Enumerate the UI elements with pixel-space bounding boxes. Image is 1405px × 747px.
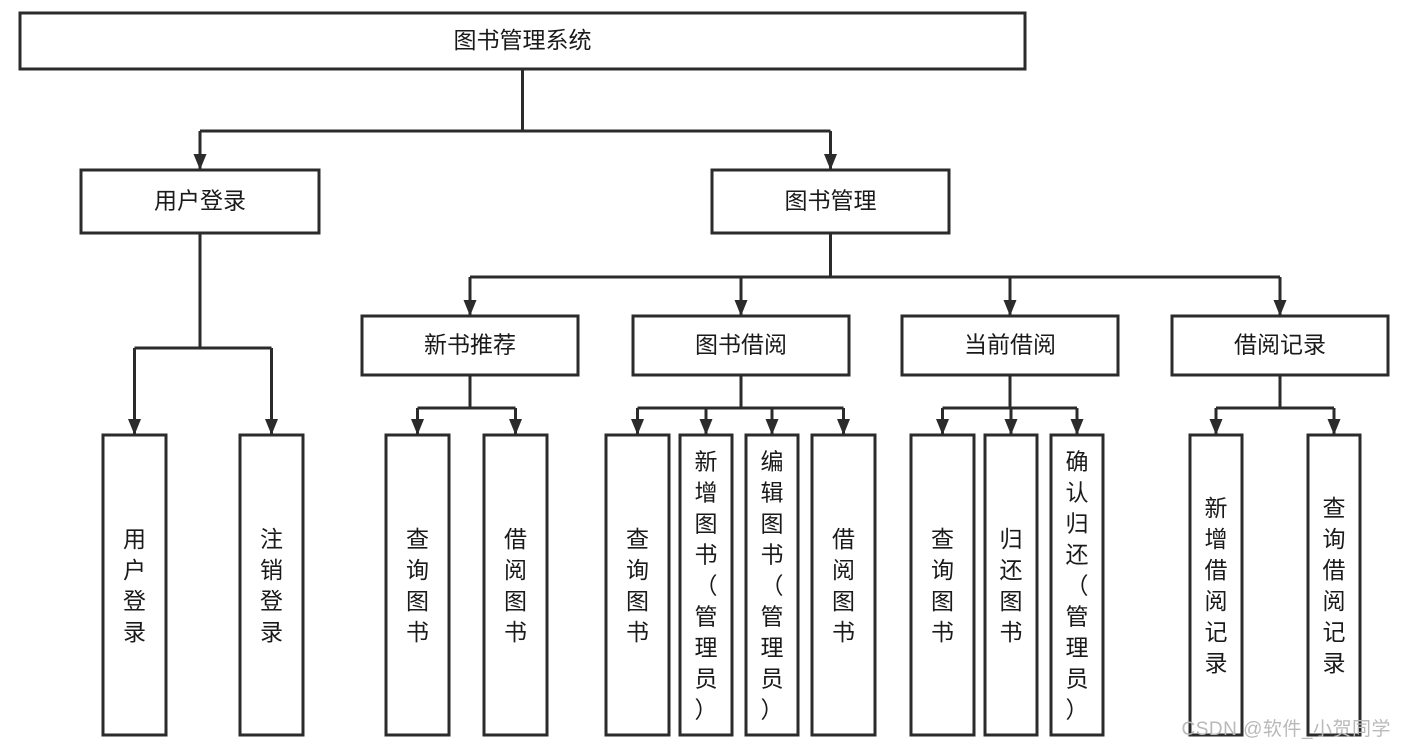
node-label: 注销登录	[260, 526, 283, 645]
node-label: 图书管理系统	[454, 27, 592, 53]
node-box	[710, 168, 951, 235]
node-box	[678, 433, 734, 737]
arrow-head	[1327, 419, 1341, 435]
arrow-head	[936, 419, 949, 435]
arrow-head	[1209, 419, 1223, 435]
arrow-head	[128, 419, 141, 435]
arrow-head	[193, 154, 207, 170]
node-box	[604, 433, 671, 737]
node-box	[1306, 433, 1362, 737]
node-box	[18, 11, 1027, 71]
node-records[interactable]: 借阅记录	[1170, 314, 1390, 377]
node-label: 借阅记录	[1234, 332, 1326, 358]
node-label: 确认归还（管理员）	[1066, 449, 1089, 723]
node-box	[384, 433, 451, 737]
arrow-head	[824, 154, 837, 170]
connector-layer	[128, 69, 1341, 435]
node-box	[1188, 433, 1244, 737]
node-leaf-query-book-3[interactable]: 查询图书	[909, 433, 976, 737]
arrow-head	[765, 419, 779, 435]
node-root[interactable]: 图书管理系统	[18, 11, 1027, 71]
node-leaf-confirm-return[interactable]: 确认归还（管理员）	[1049, 433, 1105, 737]
arrow-head	[837, 419, 850, 435]
node-label: 新增图书（管理员）	[695, 449, 718, 723]
node-label: 当前借阅	[964, 332, 1056, 358]
node-login[interactable]: 用户登录	[79, 168, 321, 235]
node-bookmgmt[interactable]: 图书管理	[710, 168, 951, 235]
connector-root	[193, 69, 837, 170]
arrow-head	[265, 419, 278, 435]
node-leaf-query-book-1[interactable]: 查询图书	[384, 433, 451, 737]
node-label: 查询图书	[406, 526, 429, 645]
arrow-head	[1003, 300, 1017, 316]
node-box	[101, 433, 168, 737]
connector-login	[128, 233, 278, 435]
arrow-head	[411, 419, 424, 435]
arrow-head	[509, 419, 522, 435]
node-box	[79, 168, 321, 235]
node-newbook[interactable]: 新书推荐	[360, 314, 580, 377]
node-box	[744, 433, 800, 737]
node-leaf-edit-book[interactable]: 编辑图书（管理员）	[744, 433, 800, 737]
node-leaf-add-book[interactable]: 新增图书（管理员）	[678, 433, 734, 737]
node-box	[1049, 433, 1105, 737]
node-borrow[interactable]: 图书借阅	[631, 314, 851, 377]
connector-current	[936, 375, 1084, 435]
connector-bookmgmt	[463, 233, 1287, 316]
node-label: 查询图书	[931, 526, 954, 645]
connector-newbook	[411, 375, 522, 435]
node-box	[1170, 314, 1390, 377]
node-box	[900, 314, 1120, 377]
node-box	[909, 433, 976, 737]
node-leaf-user-logout[interactable]: 注销登录	[238, 433, 305, 737]
node-leaf-borrow-book-1[interactable]: 借阅图书	[482, 433, 549, 737]
node-box	[810, 433, 877, 737]
node-leaf-borrow-book-2[interactable]: 借阅图书	[810, 433, 877, 737]
node-label: 查询借阅记录	[1323, 495, 1346, 676]
node-label: 查询图书	[626, 526, 649, 645]
node-leaf-user-login[interactable]: 用户登录	[101, 433, 168, 737]
node-label: 新书推荐	[424, 332, 516, 358]
node-label: 编辑图书（管理员）	[761, 449, 784, 723]
arrow-head	[699, 419, 713, 435]
node-box	[983, 433, 1039, 737]
node-label: 图书管理	[785, 188, 877, 214]
node-label: 借阅图书	[832, 526, 855, 645]
arrow-head	[1273, 300, 1287, 316]
arrow-head	[1004, 419, 1018, 435]
node-leaf-query-record[interactable]: 查询借阅记录	[1306, 433, 1362, 737]
node-leaf-add-record[interactable]: 新增借阅记录	[1188, 433, 1244, 737]
node-label: 用户登录	[123, 526, 146, 645]
node-label: 借阅图书	[504, 526, 527, 645]
connector-borrow	[631, 375, 850, 435]
node-box	[238, 433, 305, 737]
node-current[interactable]: 当前借阅	[900, 314, 1120, 377]
arrow-head	[463, 300, 477, 316]
node-box	[482, 433, 549, 737]
connector-records	[1209, 375, 1341, 435]
node-leaf-return-book[interactable]: 归还图书	[983, 433, 1039, 737]
node-layer: 图书管理系统用户登录图书管理新书推荐图书借阅当前借阅借阅记录用户登录注销登录查询…	[18, 11, 1390, 737]
node-box	[360, 314, 580, 377]
arrow-head	[734, 300, 748, 316]
node-label: 新增借阅记录	[1205, 495, 1228, 676]
node-leaf-query-book-2[interactable]: 查询图书	[604, 433, 671, 737]
node-label: 图书借阅	[695, 332, 787, 358]
node-box	[631, 314, 851, 377]
node-label: 归还图书	[1000, 526, 1023, 645]
node-label: 用户登录	[154, 188, 246, 214]
arrow-head	[1070, 419, 1084, 435]
arrow-head	[631, 419, 644, 435]
